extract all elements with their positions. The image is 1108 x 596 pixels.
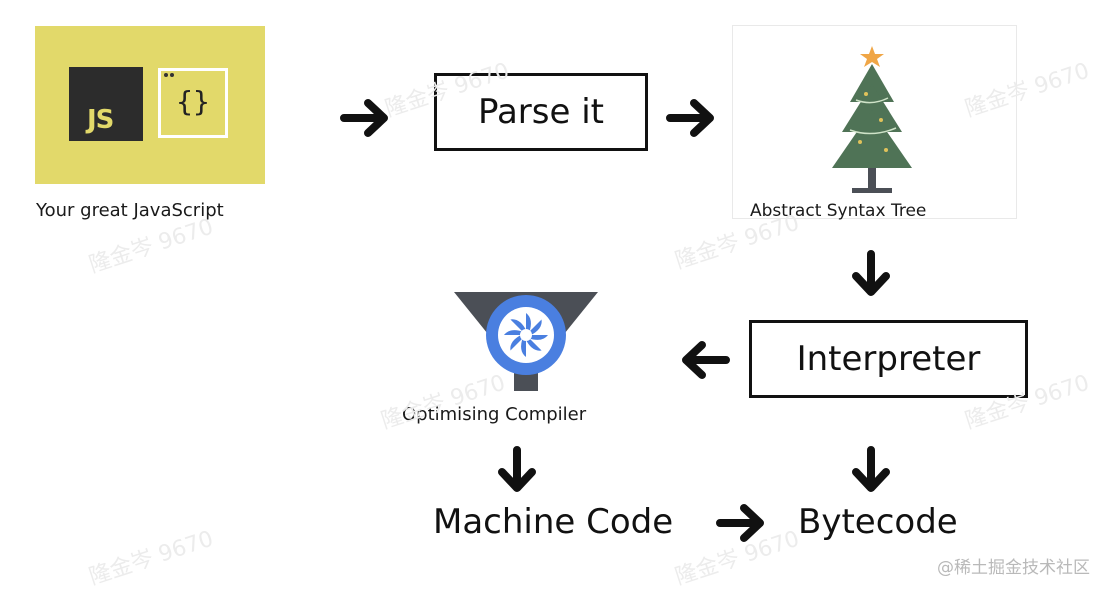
christmas-tree-icon	[832, 46, 912, 193]
js-logo-text: JS	[87, 105, 114, 135]
parse-step-box: Parse it	[434, 73, 648, 151]
code-window-icon: {}	[158, 68, 228, 138]
js-logo: JS	[69, 67, 143, 141]
arrow-left-icon	[682, 341, 730, 379]
interpreter-box: Interpreter	[749, 320, 1028, 398]
braces-glyph: {}	[176, 85, 210, 118]
arrow-right-icon	[716, 504, 764, 542]
machine-code-label: Machine Code	[433, 502, 674, 542]
arrow-right-icon	[340, 99, 388, 137]
arrow-down-icon	[852, 446, 890, 492]
arrow-down-icon	[498, 446, 536, 492]
watermark: 隆金岑 9670	[86, 526, 217, 591]
ast-panel	[732, 25, 1017, 219]
turbofan-compiler-icon	[454, 292, 598, 391]
compiler-caption: Optimising Compiler	[402, 404, 587, 425]
arrow-down-icon	[852, 250, 890, 296]
corner-watermark: @稀土掘金技术社区	[937, 558, 1090, 578]
javascript-caption: Your great JavaScript	[36, 200, 224, 221]
ast-caption: Abstract Syntax Tree	[750, 201, 927, 221]
javascript-tile: JS {}	[35, 26, 265, 184]
arrow-right-icon	[666, 99, 714, 137]
bytecode-label: Bytecode	[798, 502, 958, 542]
